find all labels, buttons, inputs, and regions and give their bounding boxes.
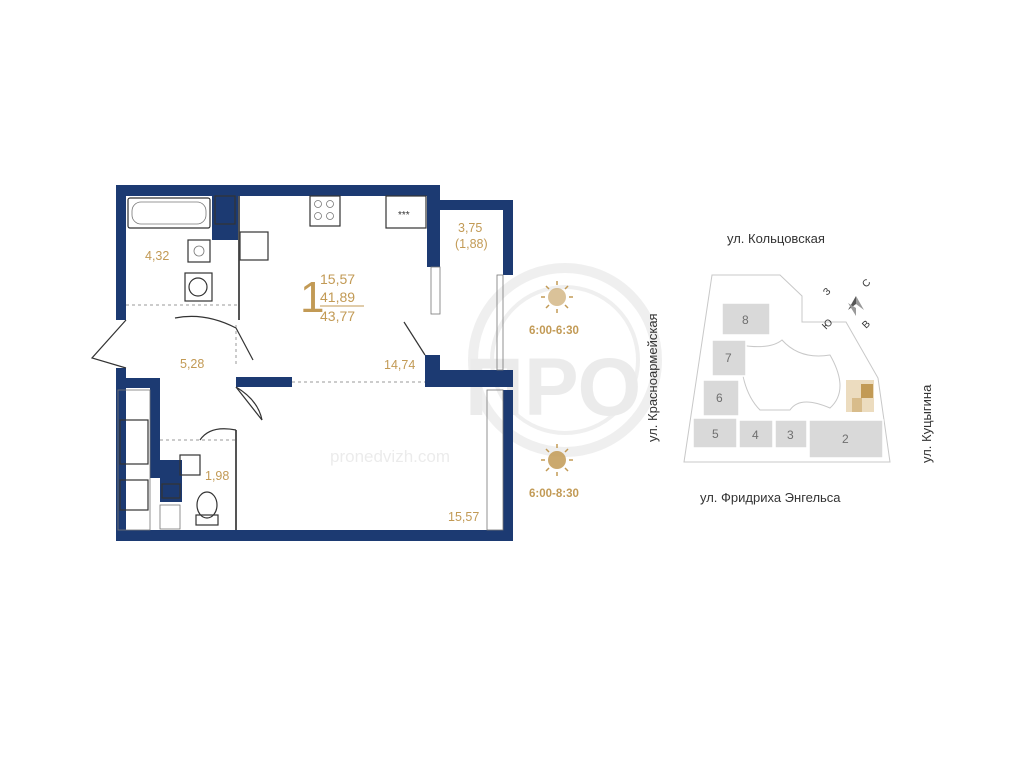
- living-area: 15,57: [320, 271, 355, 287]
- insolation-time-1: 6:00-6:30: [529, 325, 579, 337]
- sun-icon: [541, 281, 573, 313]
- wardrobe-icon: [117, 389, 151, 531]
- bathtub-icon: [127, 197, 211, 229]
- toilet-icon: [196, 491, 218, 519]
- svg-text:6: 6: [716, 391, 723, 405]
- watermark-logo: ПРО: [465, 342, 641, 433]
- compass-south: Ю: [820, 317, 835, 332]
- building-4: 4: [738, 419, 774, 449]
- kitchen-area: 14,74: [384, 358, 415, 372]
- building-8: 8: [721, 302, 771, 336]
- svg-text:3: 3: [787, 428, 794, 442]
- svg-text:8: 8: [742, 313, 749, 327]
- insolation-morning-2: 6:00-8:30: [529, 444, 579, 500]
- apartment-walls: [116, 185, 513, 541]
- rooms-count: 1: [300, 273, 324, 322]
- watermark: ПРО pronedvizh.com: [330, 263, 662, 466]
- windows: [430, 266, 504, 531]
- sink-icon: [187, 239, 211, 263]
- doors: [90, 315, 426, 441]
- building-7: 7: [711, 339, 747, 377]
- fixtures: ***: [117, 195, 427, 531]
- sun-icon: [541, 444, 573, 476]
- street-east: ул. Куцыгина: [919, 384, 934, 463]
- svg-text:***: ***: [398, 210, 410, 221]
- compass-east: В: [860, 318, 873, 331]
- wc-area: 1,98: [205, 469, 229, 483]
- insolation-morning-1: 6:00-6:30: [529, 281, 579, 337]
- insolation-time-2: 6:00-8:30: [529, 488, 579, 500]
- hall-area: 5,28: [180, 357, 204, 371]
- wc-sink-icon: [179, 454, 201, 476]
- total-area: 41,89: [320, 289, 355, 305]
- kitchen-sink-icon: [239, 231, 269, 261]
- watermark-site: pronedvizh.com: [330, 447, 450, 466]
- street-west: ул. Красноармейская: [645, 313, 660, 442]
- site-plan: 8 7 6 5 4 3 2: [683, 274, 891, 463]
- building-5: 5: [692, 417, 738, 449]
- street-labels: ул. Кольцовская ул. Красноармейская ул. …: [645, 231, 934, 505]
- street-north: ул. Кольцовская: [727, 231, 825, 246]
- interior-partitions: [126, 196, 425, 530]
- room-area: 15,57: [448, 510, 479, 524]
- svg-text:5: 5: [712, 427, 719, 441]
- stove-icon: [309, 195, 341, 227]
- svg-text:2: 2: [842, 432, 849, 446]
- bathroom-area: 4,32: [145, 249, 169, 263]
- washing-machine-icon: [184, 272, 213, 302]
- balcony-area-reduced: (1,88): [455, 237, 488, 251]
- highlighted-building: [846, 380, 874, 412]
- apartment-summary: 1 15,57 41,89 43,77: [300, 271, 364, 324]
- balcony-area: 3,75: [458, 221, 482, 235]
- street-south: ул. Фридриха Энгельса: [700, 490, 841, 505]
- fridge-icon: [385, 195, 427, 229]
- building-3: 3: [774, 419, 808, 449]
- compass-north: С: [860, 277, 873, 290]
- building-2: 2: [808, 419, 884, 459]
- compass-west: З: [821, 286, 833, 298]
- room-area-labels: 4,32 5,28 1,98 14,74 15,57 3,75 (1,88): [145, 221, 488, 524]
- svg-text:4: 4: [752, 428, 759, 442]
- total-area-with-balcony: 43,77: [320, 308, 355, 324]
- building-6: 6: [702, 379, 740, 417]
- svg-text:7: 7: [725, 351, 732, 365]
